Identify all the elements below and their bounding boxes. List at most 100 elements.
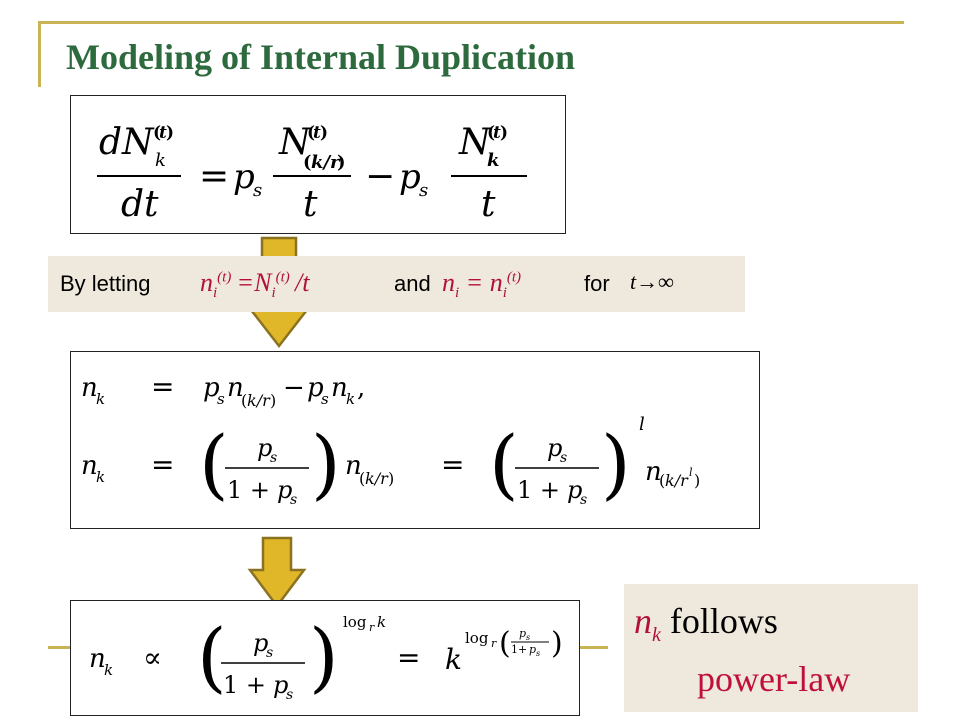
conclusion-panel: nk follows power-law bbox=[624, 584, 918, 712]
svg-text:(: ( bbox=[499, 626, 511, 661]
svg-text:l: l bbox=[639, 414, 645, 435]
svg-text:): ) bbox=[551, 626, 563, 661]
conclusion-result: power-law bbox=[697, 659, 851, 699]
for-label: for bbox=[584, 271, 610, 296]
svg-text:N: N bbox=[278, 122, 312, 163]
svg-text:s: s bbox=[266, 645, 273, 661]
svg-text:s: s bbox=[580, 492, 587, 508]
definition-formula: ni(t) =Ni(t) /t bbox=[200, 268, 310, 302]
svg-text:(: ( bbox=[359, 469, 365, 488]
svg-text:s: s bbox=[286, 687, 293, 703]
svg-text:l: l bbox=[689, 466, 693, 479]
svg-text:k: k bbox=[155, 150, 166, 171]
svg-text:s: s bbox=[253, 180, 262, 201]
svg-text:t: t bbox=[493, 123, 501, 143]
svg-text:k: k bbox=[445, 643, 462, 676]
svg-text:(: ( bbox=[197, 612, 227, 701]
svg-text:=: = bbox=[199, 156, 229, 197]
svg-text:p: p bbox=[519, 627, 526, 640]
svg-text:(: ( bbox=[487, 123, 495, 143]
svg-text:s: s bbox=[536, 649, 540, 658]
svg-text:(: ( bbox=[659, 471, 665, 490]
svg-text:s: s bbox=[290, 492, 297, 508]
svg-text:): ) bbox=[601, 419, 631, 508]
svg-text:=: = bbox=[441, 448, 464, 481]
variable-n: n bbox=[634, 601, 652, 641]
svg-text:log: log bbox=[465, 629, 489, 647]
svg-text:n: n bbox=[81, 373, 98, 403]
svg-text:N: N bbox=[458, 122, 492, 163]
svg-text:k/r: k/r bbox=[311, 152, 341, 173]
svg-text:s: s bbox=[321, 390, 329, 408]
svg-text:k: k bbox=[377, 613, 386, 631]
svg-text:): ) bbox=[166, 123, 174, 143]
slide-frame-top bbox=[38, 21, 904, 24]
svg-text:1 +: 1 + bbox=[223, 671, 266, 699]
svg-text:): ) bbox=[388, 469, 394, 488]
and-label: and bbox=[394, 271, 431, 296]
svg-text:n: n bbox=[89, 644, 106, 674]
slide-title: Modeling of Internal Duplication bbox=[66, 37, 576, 77]
substitution-panel: By letting ni(t) =Ni(t) /t and ni = ni(t… bbox=[48, 256, 745, 312]
svg-text:p: p bbox=[399, 157, 421, 197]
svg-text:(: ( bbox=[153, 123, 161, 143]
svg-text:1 +: 1 + bbox=[227, 476, 270, 504]
svg-text:k: k bbox=[487, 150, 499, 171]
svg-text:k: k bbox=[96, 390, 105, 408]
svg-text:dN: dN bbox=[99, 122, 155, 163]
svg-text:p: p bbox=[273, 671, 288, 699]
svg-text:t: t bbox=[481, 184, 496, 225]
svg-text:−: − bbox=[365, 156, 395, 197]
conclusion-line-1: nk follows bbox=[634, 600, 778, 647]
svg-text:log: log bbox=[343, 613, 367, 631]
svg-text:k: k bbox=[96, 468, 105, 486]
svg-text:n: n bbox=[645, 457, 662, 487]
limit-condition: t→∞ bbox=[630, 269, 674, 294]
svg-text:s: s bbox=[270, 450, 277, 466]
svg-text:p: p bbox=[203, 373, 220, 403]
svg-text:(: ( bbox=[307, 123, 315, 143]
svg-text:p: p bbox=[277, 476, 292, 504]
svg-text:n: n bbox=[345, 451, 362, 481]
svg-text:−: − bbox=[283, 373, 305, 403]
down-arrow-icon bbox=[247, 536, 307, 609]
svg-text:,: , bbox=[357, 373, 365, 403]
svg-text:p: p bbox=[529, 643, 536, 656]
svg-text:): ) bbox=[320, 123, 328, 143]
svg-text:(: ( bbox=[241, 391, 247, 410]
svg-text:p: p bbox=[257, 434, 272, 462]
svg-text:k: k bbox=[104, 661, 113, 679]
svg-text:p: p bbox=[307, 373, 324, 403]
svg-text:=: = bbox=[151, 448, 174, 481]
svg-text:): ) bbox=[311, 419, 341, 508]
svg-text:∝: ∝ bbox=[143, 641, 162, 674]
svg-text:k/r: k/r bbox=[247, 391, 271, 410]
svg-text:n: n bbox=[81, 451, 98, 481]
slide-frame-left bbox=[38, 21, 41, 87]
svg-text:): ) bbox=[270, 391, 276, 410]
svg-text:p: p bbox=[253, 629, 268, 657]
svg-text:=: = bbox=[151, 370, 174, 403]
svg-text:n: n bbox=[227, 373, 244, 403]
svg-text:t: t bbox=[159, 123, 167, 143]
svg-text:): ) bbox=[500, 123, 508, 143]
svg-text:p: p bbox=[567, 476, 582, 504]
svg-text:n: n bbox=[331, 373, 348, 403]
svg-text:k/r: k/r bbox=[365, 469, 389, 488]
svg-text:1 +: 1 + bbox=[517, 476, 560, 504]
svg-text:k/r: k/r bbox=[665, 471, 689, 490]
svg-text:s: s bbox=[419, 180, 428, 201]
svg-text:p: p bbox=[233, 157, 255, 197]
svg-text:t: t bbox=[303, 184, 318, 225]
svg-text:t: t bbox=[313, 123, 321, 143]
svg-text:): ) bbox=[694, 471, 700, 490]
svg-text:=: = bbox=[397, 641, 420, 674]
follows-text: follows bbox=[669, 601, 778, 641]
svg-text:): ) bbox=[337, 152, 346, 173]
svg-text:s: s bbox=[560, 450, 567, 466]
svg-text:s: s bbox=[526, 633, 530, 642]
svg-text:r: r bbox=[491, 637, 497, 650]
